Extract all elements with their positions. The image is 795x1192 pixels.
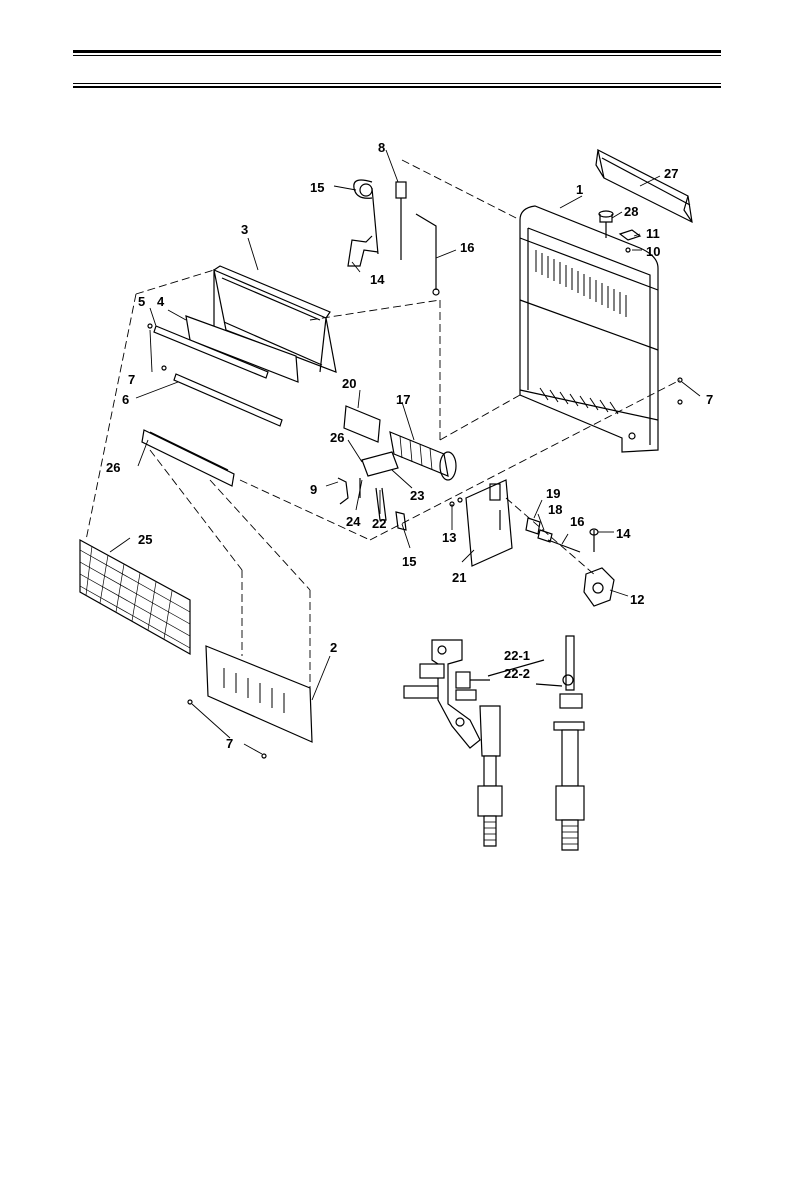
part-12-valve	[584, 568, 614, 606]
part-14-fitting-upper	[348, 236, 378, 266]
part-26-bar	[142, 430, 234, 486]
label-14a: 14	[370, 272, 385, 287]
label-1: 1	[576, 182, 583, 197]
pilot-assembly	[338, 452, 398, 520]
label-5: 5	[138, 294, 145, 309]
part-21-bracket	[466, 480, 512, 566]
part-6-rod	[174, 374, 282, 426]
label-26b: 26	[106, 460, 120, 475]
label-22-2: 22-2	[504, 666, 530, 681]
label-28: 28	[624, 204, 638, 219]
label-11: 11	[646, 226, 660, 241]
label-23: 23	[410, 488, 424, 503]
label-7c: 7	[226, 736, 233, 751]
label-15b: 15	[402, 554, 416, 569]
label-12: 12	[630, 592, 644, 607]
part-16-tube-upper	[416, 214, 439, 295]
label-24: 24	[346, 514, 361, 529]
part-8-pilot	[396, 182, 406, 260]
label-9: 9	[310, 482, 317, 497]
label-20: 20	[342, 376, 356, 391]
label-26a: 26	[330, 430, 344, 445]
part-15-tube-upper	[354, 180, 378, 254]
part-25-screen	[80, 540, 190, 654]
label-16b: 16	[570, 514, 584, 529]
label-22: 22	[372, 516, 386, 531]
part-17-burner	[390, 432, 456, 480]
label-10: 10	[646, 244, 660, 259]
part-15-fitting	[396, 512, 406, 530]
detail-view-left	[404, 640, 502, 846]
label-3: 3	[241, 222, 248, 237]
label-22-1: 22-1	[504, 648, 530, 663]
label-13: 13	[442, 530, 456, 545]
label-8: 8	[378, 140, 385, 155]
label-15a: 15	[310, 180, 324, 195]
part-2-panel	[206, 646, 312, 742]
label-17: 17	[396, 392, 410, 407]
part-20-plate	[344, 406, 380, 442]
label-25: 25	[138, 532, 152, 547]
label-21: 21	[452, 570, 466, 585]
label-16a: 16	[460, 240, 474, 255]
label-19: 19	[546, 486, 560, 501]
part-1-cabinet	[520, 206, 658, 452]
label-14b: 14	[616, 526, 631, 541]
part-14-fitting-lower	[590, 529, 598, 552]
label-27: 27	[664, 166, 678, 181]
label-6: 6	[122, 392, 129, 407]
label-18: 18	[548, 502, 562, 517]
detail-view-right	[488, 636, 584, 850]
label-7a: 7	[128, 372, 135, 387]
label-4: 4	[157, 294, 165, 309]
label-7b: 7	[706, 392, 713, 407]
label-2: 2	[330, 640, 337, 655]
part-16-tube-lower	[548, 540, 580, 552]
